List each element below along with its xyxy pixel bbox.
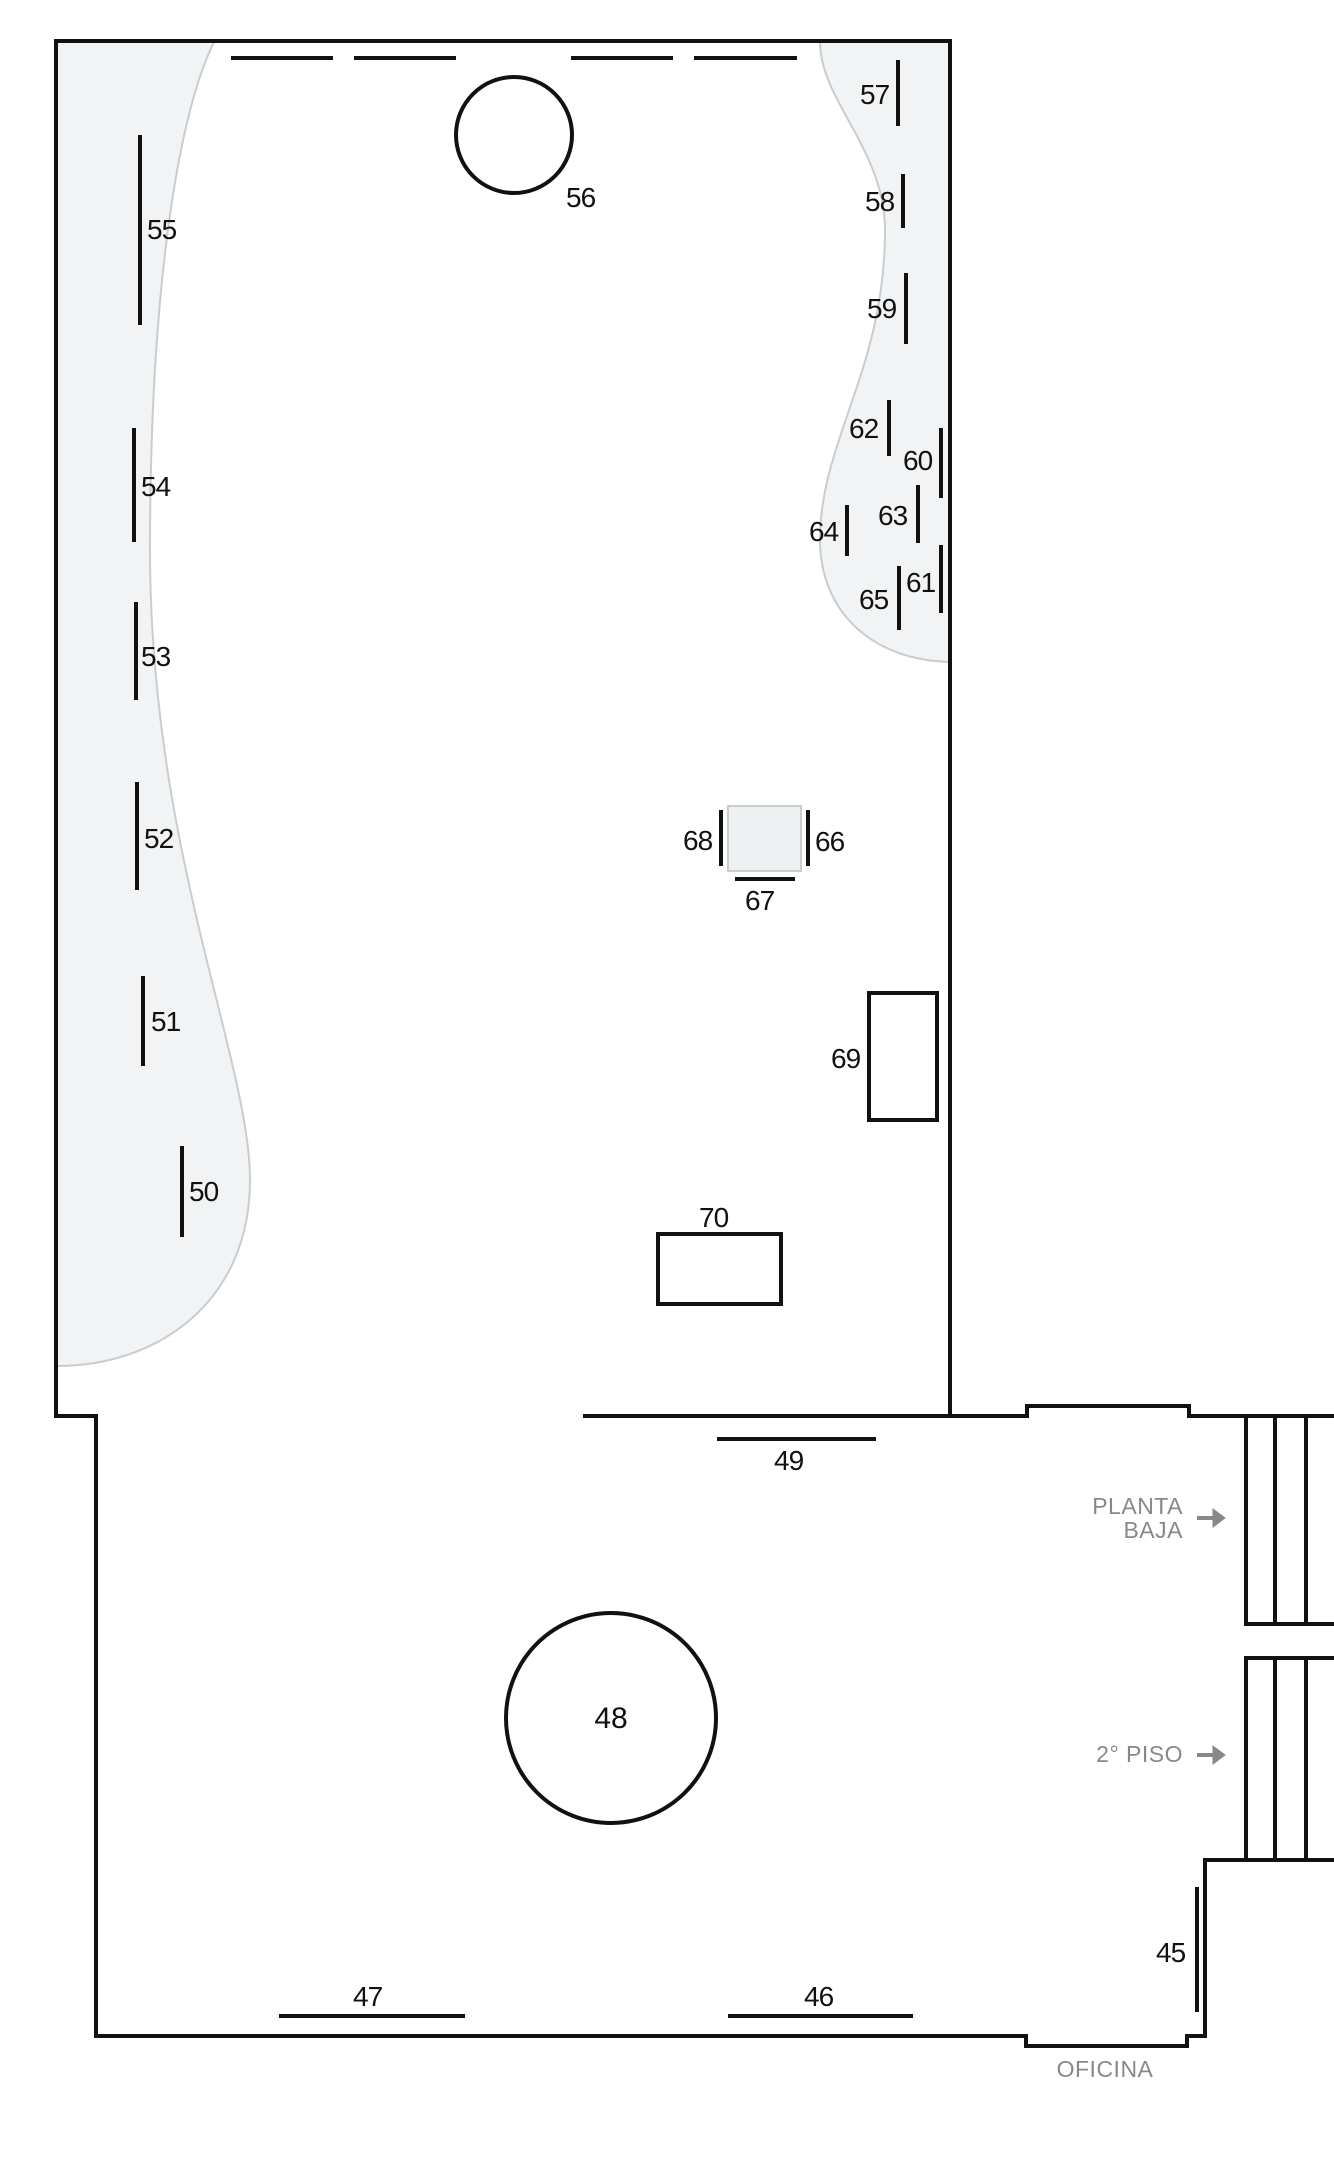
circle-object-56[interactable] xyxy=(454,75,574,195)
marker-58: 58 xyxy=(865,186,895,217)
wall-upper-room xyxy=(54,39,1334,2048)
marker-49: 49 xyxy=(774,1445,804,1476)
marker-56: 56 xyxy=(566,182,596,213)
marker-55: 55 xyxy=(147,214,177,245)
marker-53: 53 xyxy=(141,641,171,672)
marker-50: 50 xyxy=(189,1176,219,1207)
arrow-right-icon[interactable] xyxy=(1197,1745,1226,1765)
table-69[interactable] xyxy=(867,991,939,1122)
shaded-zone-left xyxy=(56,41,252,1368)
marker-62: 62 xyxy=(849,413,879,444)
planta-baja-label-line2: BAJA xyxy=(1123,1517,1183,1543)
wall-corridor-top xyxy=(950,1404,1334,1418)
display-case[interactable] xyxy=(727,805,802,872)
marker-48: 48 xyxy=(594,1702,627,1735)
marker-54: 54 xyxy=(141,471,171,502)
marker-51: 51 xyxy=(151,1006,181,1037)
marker-67: 67 xyxy=(745,885,775,916)
marker-61: 61 xyxy=(906,567,936,598)
planta-baja-label-line1: PLANTA xyxy=(1092,1493,1183,1519)
marker-64: 64 xyxy=(809,516,839,547)
table-70[interactable] xyxy=(656,1232,783,1306)
arrow-right-icon[interactable] xyxy=(1197,1508,1226,1528)
stairs-to-planta-baja[interactable] xyxy=(1244,1416,1334,1626)
marker-66: 66 xyxy=(815,826,845,857)
marker-70: 70 xyxy=(699,1202,729,1233)
marker-63: 63 xyxy=(878,500,908,531)
marker-47: 47 xyxy=(353,1981,383,2012)
circle-object-48[interactable] xyxy=(504,1611,718,1825)
marker-65: 65 xyxy=(859,584,889,615)
2nd-floor-label: 2° PISO xyxy=(1096,1741,1183,1767)
marker-59: 59 xyxy=(867,293,897,324)
marker-60: 60 xyxy=(903,445,933,476)
marker-45: 45 xyxy=(1156,1937,1186,1968)
marker-46: 46 xyxy=(804,1981,834,2012)
oficina-label: OFICINA xyxy=(1057,2056,1154,2082)
marker-68: 68 xyxy=(683,825,713,856)
marker-69: 69 xyxy=(831,1043,861,1074)
marker-52: 52 xyxy=(144,823,174,854)
marker-57: 57 xyxy=(860,79,890,110)
stairs-to-2nd-floor[interactable] xyxy=(1244,1656,1334,1860)
